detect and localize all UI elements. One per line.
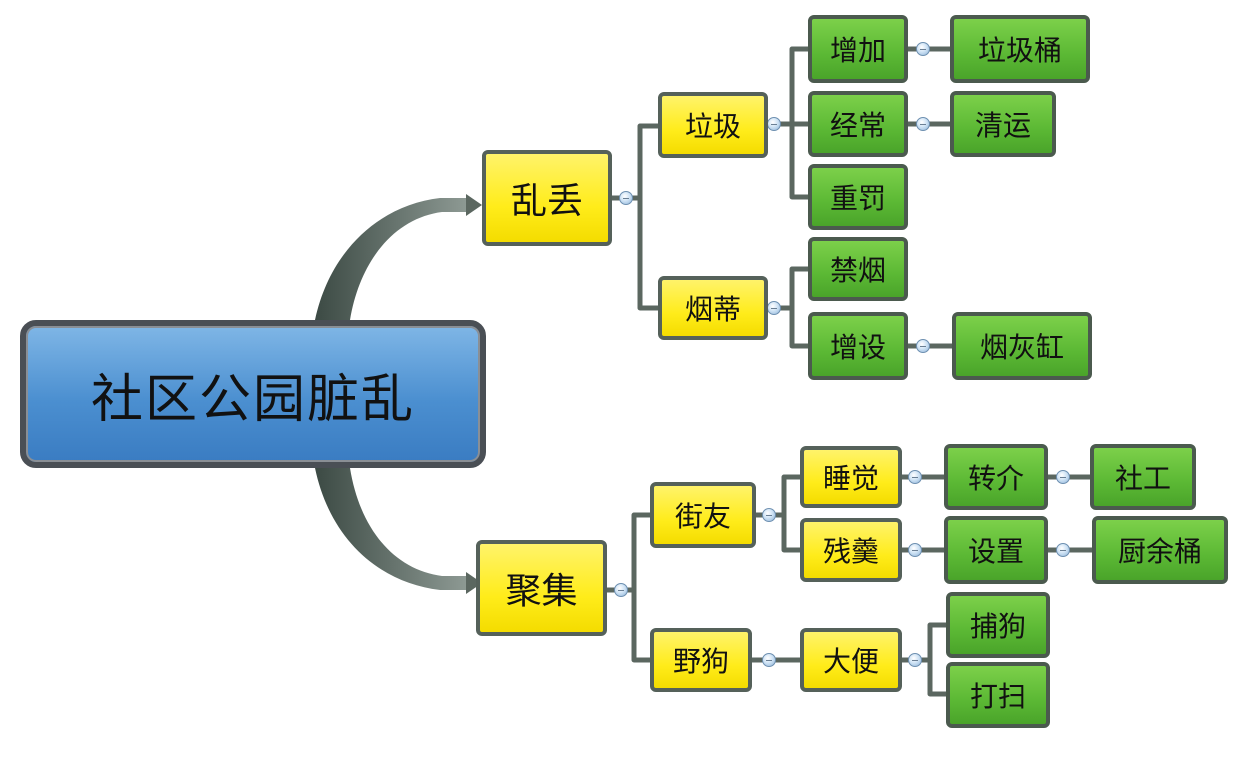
leaf-shegong[interactable]: 社工 (1090, 444, 1196, 510)
leaf-zhongfa[interactable]: 重罚 (808, 164, 908, 230)
collapse-dot-juji[interactable] (614, 583, 628, 597)
connector-laji (765, 46, 811, 200)
leaf-bugou[interactable]: 捕狗 (946, 592, 1050, 658)
collapse-dot-shuijiao[interactable] (908, 470, 922, 484)
arm-to-luandiu (315, 198, 470, 320)
leaf-jingchang[interactable]: 经常 (808, 91, 908, 157)
connector-dabian (899, 622, 949, 697)
topic-shuijiao[interactable]: 睡觉 (800, 446, 902, 508)
connector-yandi (765, 266, 811, 349)
topic-jieyou[interactable]: 街友 (650, 482, 756, 548)
topic-laji[interactable]: 垃圾 (658, 92, 768, 158)
leaf-yanhuigang[interactable]: 烟灰缸 (952, 312, 1092, 380)
topic-luandiu[interactable]: 乱丢 (482, 150, 612, 246)
leaf-zhuanjie[interactable]: 转介 (944, 444, 1048, 510)
collapse-dot-zengjia[interactable] (916, 42, 930, 56)
leaf-zengjia[interactable]: 增加 (808, 15, 908, 83)
arrow-to-luandiu (466, 194, 482, 216)
leaf-chuyutong[interactable]: 厨余桶 (1092, 516, 1228, 584)
arrow-to-juji (466, 572, 482, 594)
root-topic[interactable]: 社区公园脏乱 (20, 320, 486, 468)
topic-juji[interactable]: 聚集 (476, 540, 607, 636)
collapse-dot-jingchang[interactable] (916, 117, 930, 131)
connector-juji (604, 512, 653, 663)
collapse-dot-yegou[interactable] (762, 653, 776, 667)
collapse-dot-jieyou[interactable] (762, 508, 776, 522)
collapse-dot-cangeng[interactable] (908, 543, 922, 557)
collapse-dot-yandi[interactable] (767, 301, 781, 315)
topic-yandi[interactable]: 烟蒂 (658, 276, 768, 340)
leaf-jinyan[interactable]: 禁烟 (808, 237, 908, 301)
collapse-dot-luandiu[interactable] (619, 191, 633, 205)
leaf-zengshe[interactable]: 增设 (808, 312, 908, 380)
arm-to-juji (315, 468, 470, 590)
collapse-dot-shezhi[interactable] (1056, 543, 1070, 557)
topic-yegou[interactable]: 野狗 (650, 628, 752, 692)
leaf-lajitong[interactable]: 垃圾桶 (950, 15, 1090, 83)
connector-jieyou (753, 474, 803, 553)
leaf-qingyun[interactable]: 清运 (950, 91, 1056, 157)
collapse-dot-dabian[interactable] (908, 653, 922, 667)
collapse-dot-zhuanjie[interactable] (1056, 470, 1070, 484)
topic-cangeng[interactable]: 残羹 (800, 518, 902, 582)
topic-dabian[interactable]: 大便 (800, 628, 902, 692)
collapse-dot-laji[interactable] (767, 117, 781, 131)
collapse-dot-zengshe[interactable] (916, 339, 930, 353)
leaf-dasao[interactable]: 打扫 (946, 662, 1050, 728)
connector-luandiu (609, 123, 661, 311)
leaf-shezhi[interactable]: 设置 (944, 516, 1048, 584)
